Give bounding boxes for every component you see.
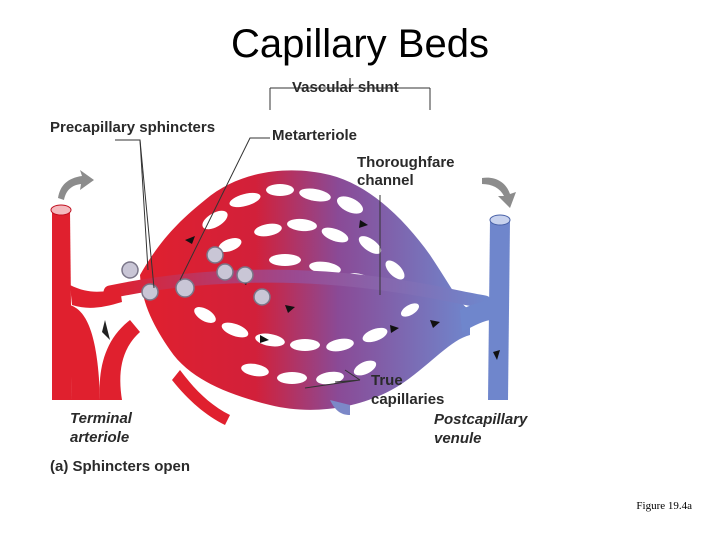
label-true: True xyxy=(371,372,403,389)
label-precapillary-sphincters: Precapillary sphincters xyxy=(50,119,216,136)
slide-title: Capillary Beds xyxy=(231,22,489,66)
sphincter-icon xyxy=(206,246,224,264)
label-metarteriole: Metarteriole xyxy=(272,127,358,144)
lower-arteriole-branch xyxy=(172,370,230,425)
outflow-arrow-icon xyxy=(482,177,516,208)
sphincter-icon xyxy=(121,261,139,279)
sphincter-icon xyxy=(175,278,195,298)
label-venule: venule xyxy=(434,430,482,447)
label-terminal: Terminal xyxy=(70,410,132,427)
caption-text: Sphincters open xyxy=(72,458,191,475)
label-postcapillary: Postcapillary xyxy=(434,411,528,428)
sphincter-icon xyxy=(141,283,159,301)
postcapillary-venule xyxy=(330,214,511,415)
precapillary-sphincters xyxy=(121,246,271,306)
caption: (a) Sphincters open xyxy=(50,458,190,476)
label-vascular-shunt: Vascular shunt xyxy=(292,79,399,96)
label-arteriole: arteriole xyxy=(70,429,130,446)
caption-prefix: (a) xyxy=(50,458,69,475)
capillary-network xyxy=(140,170,470,410)
sphincter-icon xyxy=(216,263,234,281)
terminal-arteriole xyxy=(50,204,140,400)
label-channel: channel xyxy=(357,172,414,189)
sphincter-icon xyxy=(236,266,254,284)
label-thoroughfare: Thoroughfare xyxy=(357,154,455,171)
sphincter-icon xyxy=(253,288,271,306)
inflow-arrow-icon xyxy=(58,170,94,200)
leader-lines xyxy=(115,78,431,389)
capillary-bed-diagram xyxy=(50,78,516,425)
figure-number: Figure 19.4a xyxy=(636,500,692,512)
thoroughfare-channel xyxy=(103,269,492,309)
label-capillaries: capillaries xyxy=(371,391,445,408)
